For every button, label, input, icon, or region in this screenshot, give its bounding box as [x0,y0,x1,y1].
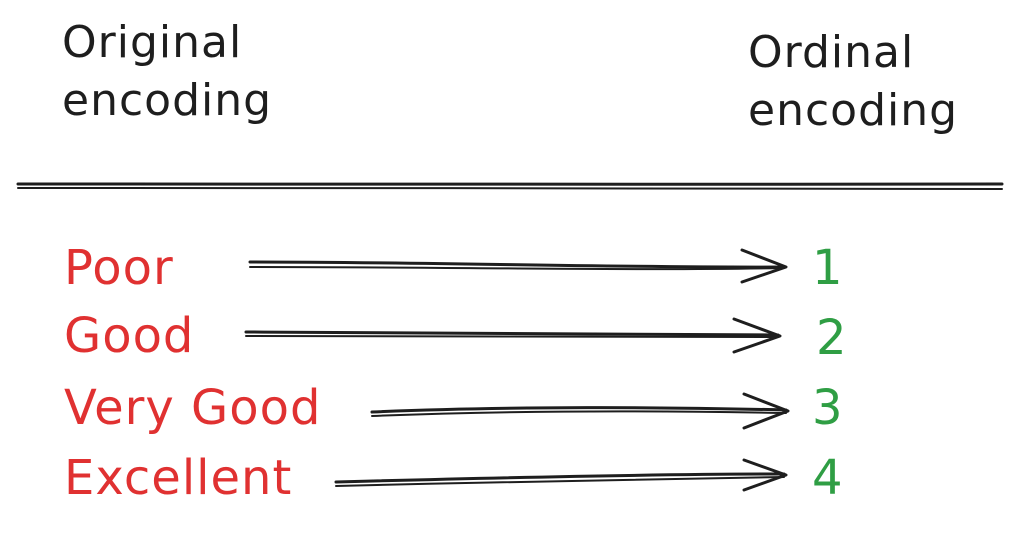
source-label-excellent: Excellent [64,450,293,506]
target-value-1: 1 [812,240,843,296]
source-label-very-good: Very Good [64,380,322,436]
target-value-3: 3 [812,380,843,436]
mapping-arrow-4 [334,458,788,492]
target-value-2: 2 [816,310,847,366]
mapping-arrow-3 [370,392,790,430]
original-header-line-2: encoding [62,75,273,126]
source-label-good: Good [64,308,195,364]
ordinal-encoding-header: Ordinal encoding [748,24,958,140]
mapping-arrow-2 [244,317,782,354]
ordinal-header-line-1: Ordinal [748,27,915,78]
original-header-line-1: Original [62,17,243,68]
header-divider [16,182,1004,190]
target-value-4: 4 [812,450,843,506]
original-encoding-header: Original encoding [62,14,272,130]
mapping-arrow-1 [248,248,788,284]
source-label-poor: Poor [64,240,174,296]
ordinal-header-line-2: encoding [748,85,959,136]
